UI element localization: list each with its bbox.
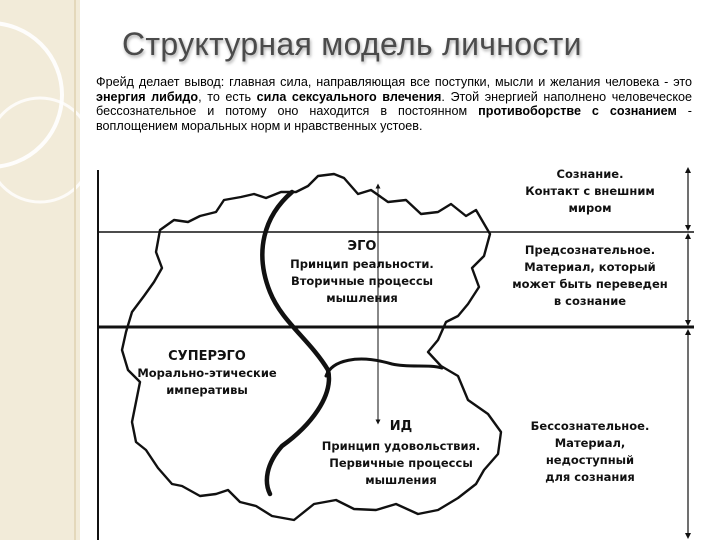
unconscious-level-line: Бессознательное. bbox=[531, 419, 650, 433]
decorative-sidebar bbox=[0, 0, 80, 540]
conscious-level-line: миром bbox=[569, 201, 612, 215]
preconscious-level-line: в сознание bbox=[554, 294, 626, 308]
superego-line: императивы bbox=[166, 383, 248, 397]
decorative-circles bbox=[0, 21, 80, 204]
ego-id-divider bbox=[324, 357, 444, 378]
intro-text: - воплощением моральных норм и нравствен… bbox=[96, 104, 693, 133]
conscious-level-line: Сознание. bbox=[557, 167, 624, 181]
intro-bold-struggle: противоборстве с сознанием bbox=[478, 104, 677, 119]
conscious-level-line: Контакт с внешним bbox=[525, 184, 655, 198]
ego-line: Принцип реальности. bbox=[290, 257, 434, 271]
ego-line: мышления bbox=[326, 291, 398, 305]
unconscious-level-line: недоступный bbox=[546, 453, 634, 467]
unconscious-level-line: Материал, bbox=[555, 436, 626, 450]
preconscious-level-line: Материал, который bbox=[524, 260, 655, 274]
intro-text: Фрейд делает вывод: главная сила, направ… bbox=[96, 75, 692, 89]
id-title: ИД bbox=[390, 419, 412, 434]
preconscious-level-line: может быть переведен bbox=[512, 277, 667, 291]
superego-title: СУПЕРЭГО bbox=[168, 349, 246, 364]
id-line: мышления bbox=[365, 473, 437, 487]
slide-title: Структурная модель личности bbox=[122, 26, 582, 62]
superego-line: Морально-этические bbox=[137, 366, 277, 380]
psyche-outline bbox=[120, 172, 503, 522]
ego-superego-divider bbox=[260, 189, 332, 497]
ego-title: ЭГО bbox=[348, 239, 377, 254]
intro-bold-libido: энергия либидо bbox=[96, 89, 199, 104]
unconscious-level-line: для сознания bbox=[545, 470, 635, 484]
personality-diagram: ЭГО Принцип реальности. Вторичные процес… bbox=[97, 167, 694, 540]
id-line: Первичные процессы bbox=[329, 456, 472, 470]
preconscious-level-line: Предсознательное. bbox=[525, 243, 655, 257]
intro-text: . Этой энергией наполнено человеческое б… bbox=[96, 89, 693, 119]
intro-paragraph: Фрейд делает вывод: главная сила, направ… bbox=[96, 75, 692, 133]
id-line: Принцип удовольствия. bbox=[322, 439, 481, 453]
intro-text: , то есть bbox=[198, 89, 257, 104]
intro-bold-attraction: сила сексуального влечения bbox=[256, 89, 442, 104]
ego-line: Вторичные процессы bbox=[291, 274, 433, 288]
